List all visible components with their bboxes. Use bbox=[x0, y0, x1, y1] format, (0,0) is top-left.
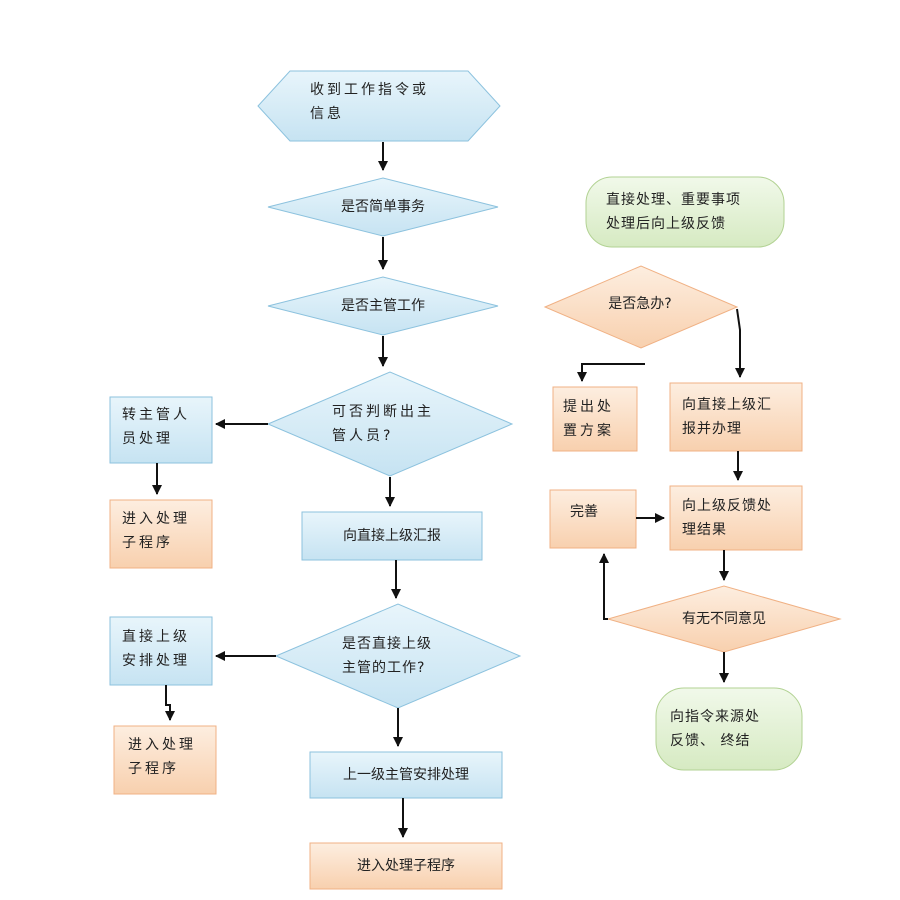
report-handle-box bbox=[669, 382, 803, 452]
arrow-urgent-to-propose bbox=[577, 363, 645, 382]
direct-supervisor-label: 是否直接上级 主管的工作? bbox=[342, 636, 432, 676]
direct-arrange-box bbox=[109, 616, 213, 686]
note-label: 直接处理、重要事项 处理后向上级反馈 bbox=[606, 192, 741, 232]
feedback-result-box bbox=[669, 485, 803, 551]
subroutine-box-3 bbox=[309, 842, 503, 890]
subroutine-box-1 bbox=[109, 499, 213, 569]
arrow-arrange-to-sub2 bbox=[165, 685, 175, 721]
upper-arrange-box bbox=[309, 751, 503, 799]
disagree-label: 有无不同意见 bbox=[682, 611, 766, 627]
end-rounded-box bbox=[655, 687, 803, 771]
report-handle-label: 向直接上级汇 报并办理 bbox=[682, 397, 772, 437]
start-label: 收到工作指令或 信息 bbox=[310, 82, 429, 122]
transfer-supervisor-box bbox=[109, 396, 213, 464]
subroutine-box-2 bbox=[113, 725, 217, 795]
report-superior-box bbox=[301, 511, 483, 561]
urgent-label: 是否急办? bbox=[608, 296, 672, 312]
report-superior-label: 向直接上级汇报 bbox=[343, 528, 441, 544]
direct-supervisor-decision bbox=[274, 603, 522, 709]
simple-task-decision bbox=[267, 177, 499, 237]
supervisor-work-decision bbox=[267, 276, 499, 336]
direct-arrange-label: 直接上级 安排处理 bbox=[122, 629, 190, 669]
simple-task-label: 是否简单事务 bbox=[341, 199, 425, 215]
feedback-result-label: 向上级反馈处 理结果 bbox=[682, 498, 772, 538]
subroutine-label-1: 进入处理 子程序 bbox=[122, 511, 190, 551]
end-label: 向指令来源处 反馈、 终结 bbox=[670, 709, 760, 749]
perfect-label: 完善 bbox=[570, 504, 598, 520]
propose-plan-label: 提出处 置方案 bbox=[563, 399, 614, 439]
urgent-decision bbox=[543, 265, 739, 349]
propose-plan-box bbox=[552, 386, 638, 452]
subroutine-label-3: 进入处理子程序 bbox=[357, 858, 455, 874]
upper-arrange-label: 上一级主管安排处理 bbox=[343, 767, 469, 783]
transfer-supervisor-label: 转主管人 员处理 bbox=[122, 407, 190, 447]
start-hexagon bbox=[257, 70, 501, 142]
perfect-box bbox=[549, 489, 637, 549]
arrow-urgent-to-report-handle bbox=[735, 308, 745, 378]
judge-supervisor-decision bbox=[266, 371, 514, 477]
arrow-disagree-to-perfect bbox=[599, 553, 609, 620]
subroutine-label-2: 进入处理 子程序 bbox=[128, 737, 196, 777]
supervisor-work-label: 是否主管工作 bbox=[341, 298, 425, 314]
note-rounded-box bbox=[585, 176, 785, 248]
disagree-decision bbox=[606, 585, 842, 653]
judge-supervisor-label: 可否判断出主 管人员? bbox=[332, 404, 434, 444]
